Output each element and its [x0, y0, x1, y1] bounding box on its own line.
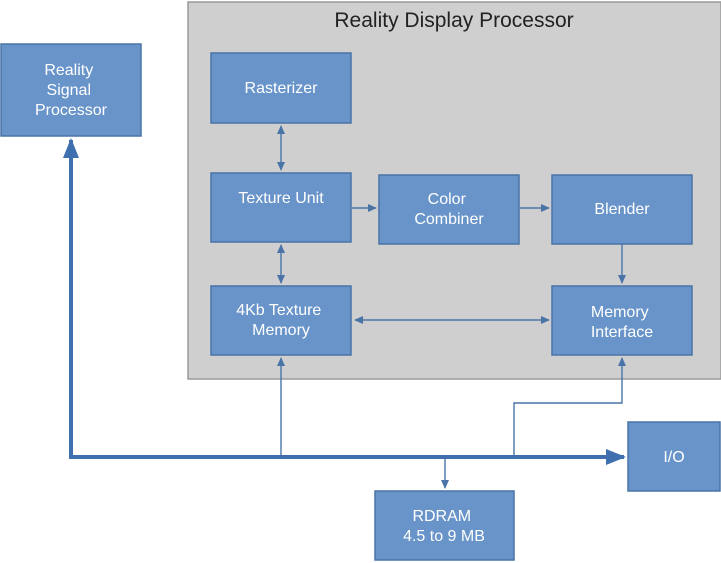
- node-color-combiner: Color Combiner: [378, 174, 520, 245]
- rsp-label: Reality Signal Processor: [35, 62, 108, 119]
- node-texture-unit: Texture Unit: [210, 172, 352, 243]
- rdp-title: Reality Display Processor: [334, 9, 573, 32]
- texture-unit-label: Texture Unit: [238, 190, 324, 207]
- node-rdram: RDRAM 4.5 to 9 MB: [374, 490, 515, 561]
- node-rsp: Reality Signal Processor: [0, 43, 142, 137]
- node-rasterizer: Rasterizer: [210, 52, 352, 124]
- rdram-label: RDRAM 4.5 to 9 MB: [403, 508, 485, 545]
- blender-label: Blender: [594, 201, 650, 218]
- main-bus: [63, 138, 626, 465]
- color-combiner-label: Color Combiner: [414, 191, 484, 228]
- texture-memory-label: 4Kb Texture Memory: [236, 302, 326, 339]
- node-blender: Blender: [551, 174, 693, 245]
- node-memory-interface: Memory Interface: [551, 285, 693, 356]
- node-io: I/O: [627, 421, 721, 492]
- connectors: [63, 125, 626, 489]
- node-texture-memory: 4Kb Texture Memory: [210, 285, 352, 356]
- io-label: I/O: [663, 449, 684, 466]
- rasterizer-label: Rasterizer: [245, 80, 319, 97]
- memory-interface-label: Memory Interface: [591, 304, 653, 341]
